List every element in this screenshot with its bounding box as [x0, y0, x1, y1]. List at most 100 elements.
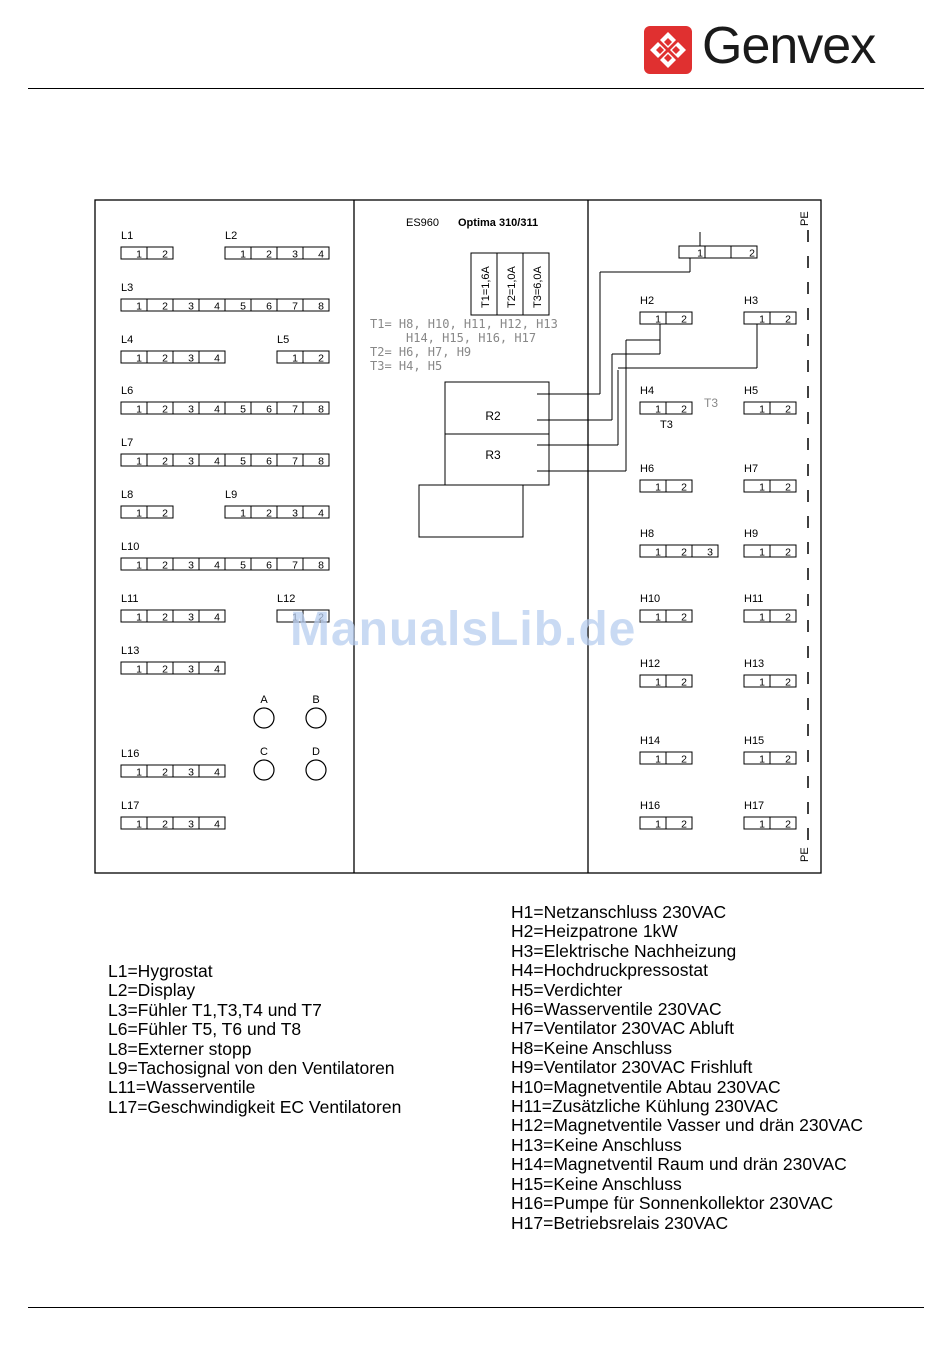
terminal-pin: 2 — [162, 819, 168, 831]
genvex-logo-icon — [644, 26, 692, 74]
terminal-pin: 5 — [240, 560, 246, 572]
legend-item: L6=Fühler T5, T6 und T8 — [108, 1019, 302, 1040]
terminal-pin: 8 — [318, 456, 324, 468]
terminal-pin: 1 — [759, 404, 765, 416]
legend-item: H2=Heizpatrone 1kW — [511, 921, 678, 942]
terminal-pin: 3 — [292, 249, 298, 261]
terminal-pin: 8 — [318, 301, 324, 313]
terminal-pin: 2 — [162, 404, 168, 416]
terminal-pin: 3 — [188, 456, 194, 468]
terminal-pin: 3 — [188, 612, 194, 624]
terminal-h8 — [639, 544, 719, 558]
legend-item: L9=Tachosignal von den Ventilatoren — [108, 1058, 395, 1079]
fuse-note: H14, H15, H16, H17 — [406, 331, 536, 345]
terminal-pin: 2 — [318, 612, 324, 624]
terminal-pin: 6 — [266, 560, 272, 572]
terminal-label-h17: H17 — [744, 800, 764, 812]
terminal-pin: 1 — [655, 404, 661, 416]
terminal-pin: 2 — [681, 819, 687, 831]
brand-name: Genvex — [702, 17, 876, 75]
header-rule — [28, 88, 924, 89]
connector-a — [253, 707, 275, 729]
terminal-label-h16: H16 — [640, 800, 660, 812]
terminal-pin: 8 — [318, 404, 324, 416]
terminal-pin: 2 — [266, 249, 272, 261]
legend-item: L2=Display — [108, 980, 196, 1001]
legend-item: L3=Fühler T1,T3,T4 und T7 — [108, 999, 322, 1020]
terminal-pin: 4 — [214, 664, 220, 676]
fuse-label-1: T1=1,6A — [480, 265, 492, 308]
terminal-pin: 1 — [759, 754, 765, 766]
terminal-label-h6: H6 — [640, 463, 654, 475]
terminal-pin: 4 — [214, 560, 220, 572]
terminal-label-h15: H15 — [744, 735, 764, 747]
t3-label-h4: T3 — [660, 419, 673, 431]
terminal-pin: 2 — [681, 314, 687, 326]
terminal-pin: 2 — [681, 612, 687, 624]
terminal-label-l8: L8 — [121, 489, 133, 501]
legend-item: H9=Ventilator 230VAC Frishluft — [511, 1057, 753, 1078]
terminal-pin: 1 — [759, 819, 765, 831]
terminal-pin: 4 — [214, 404, 220, 416]
terminal-label-l3: L3 — [121, 282, 133, 294]
terminal-pin: 1 — [136, 612, 142, 624]
terminal-h1 — [678, 245, 758, 259]
legend-item: H4=Hochdruckpressostat — [511, 960, 708, 981]
terminal-pin: 2 — [162, 456, 168, 468]
terminal-pin: 7 — [292, 404, 298, 416]
terminal-pin: 4 — [318, 249, 324, 261]
panel-frame — [94, 199, 822, 874]
fuse-label-3: T3=6,0A — [532, 265, 544, 308]
terminal-pin: 1 — [759, 314, 765, 326]
legend-item: L1=Hygrostat — [108, 961, 213, 981]
terminal-pin: 2 — [785, 677, 791, 689]
relay-r2 — [444, 381, 550, 435]
terminal-pin: 2 — [266, 508, 272, 520]
terminal-pin: 3 — [707, 547, 713, 559]
terminal-pin: 4 — [214, 767, 220, 779]
model-name: Optima 310/311 — [458, 217, 538, 229]
terminal-pin: 4 — [318, 508, 324, 520]
terminal-pin: 1 — [136, 767, 142, 779]
terminal-pin: 1 — [136, 508, 142, 520]
terminal-pin: 3 — [188, 664, 194, 676]
terminal-label-l12: L12 — [277, 593, 295, 605]
terminal-pin: 1 — [136, 353, 142, 365]
terminal-label-l4: L4 — [121, 334, 133, 346]
legend-item: H12=Magnetventile Vasser und drän 230VAC — [511, 1115, 863, 1136]
terminal-pin: 1 — [655, 819, 661, 831]
terminal-label-l11: L11 — [121, 593, 139, 605]
terminal-pin: 2 — [162, 508, 168, 520]
terminal-pin: 1 — [136, 819, 142, 831]
watermark: ManualsLib.de — [290, 603, 637, 656]
legend-item: L17=Geschwindigkeit EC Ventilatoren — [108, 1096, 402, 1117]
legend-item: H17=Betriebsrelais 230VAC — [511, 1212, 729, 1233]
terminal-pin: 6 — [266, 301, 272, 313]
terminal-label-h2: H2 — [640, 295, 654, 307]
terminal-label-h4: H4 — [640, 385, 654, 397]
terminal-label-l7: L7 — [121, 437, 133, 449]
terminal-pin: 2 — [681, 754, 687, 766]
terminal-pin: 8 — [318, 560, 324, 572]
terminal-pin: 1 — [655, 677, 661, 689]
fuse-label-2: T2=1,0A — [506, 265, 518, 308]
terminal-pin: 7 — [292, 560, 298, 572]
terminal-pin: 4 — [214, 612, 220, 624]
terminal-pin: 3 — [188, 353, 194, 365]
terminal-pin: 4 — [214, 301, 220, 313]
legend-item: H5=Verdichter — [511, 979, 623, 1000]
legend-item: H14=Magnetventil Raum und drän 230VAC — [511, 1154, 847, 1175]
terminal-pin: 2 — [162, 249, 168, 261]
terminal-label-h10: H10 — [640, 593, 660, 605]
terminal-pin: 2 — [162, 767, 168, 779]
fuse-block — [470, 252, 550, 316]
terminal-pin: 1 — [292, 612, 298, 624]
legend-item: L8=Externer stopp — [108, 1038, 252, 1059]
terminal-pin: 2 — [162, 301, 168, 313]
terminal-pin: 4 — [214, 353, 220, 365]
terminal-pin: 2 — [681, 482, 687, 494]
terminal-pin: 1 — [240, 508, 246, 520]
connector-label-b: B — [312, 694, 319, 706]
